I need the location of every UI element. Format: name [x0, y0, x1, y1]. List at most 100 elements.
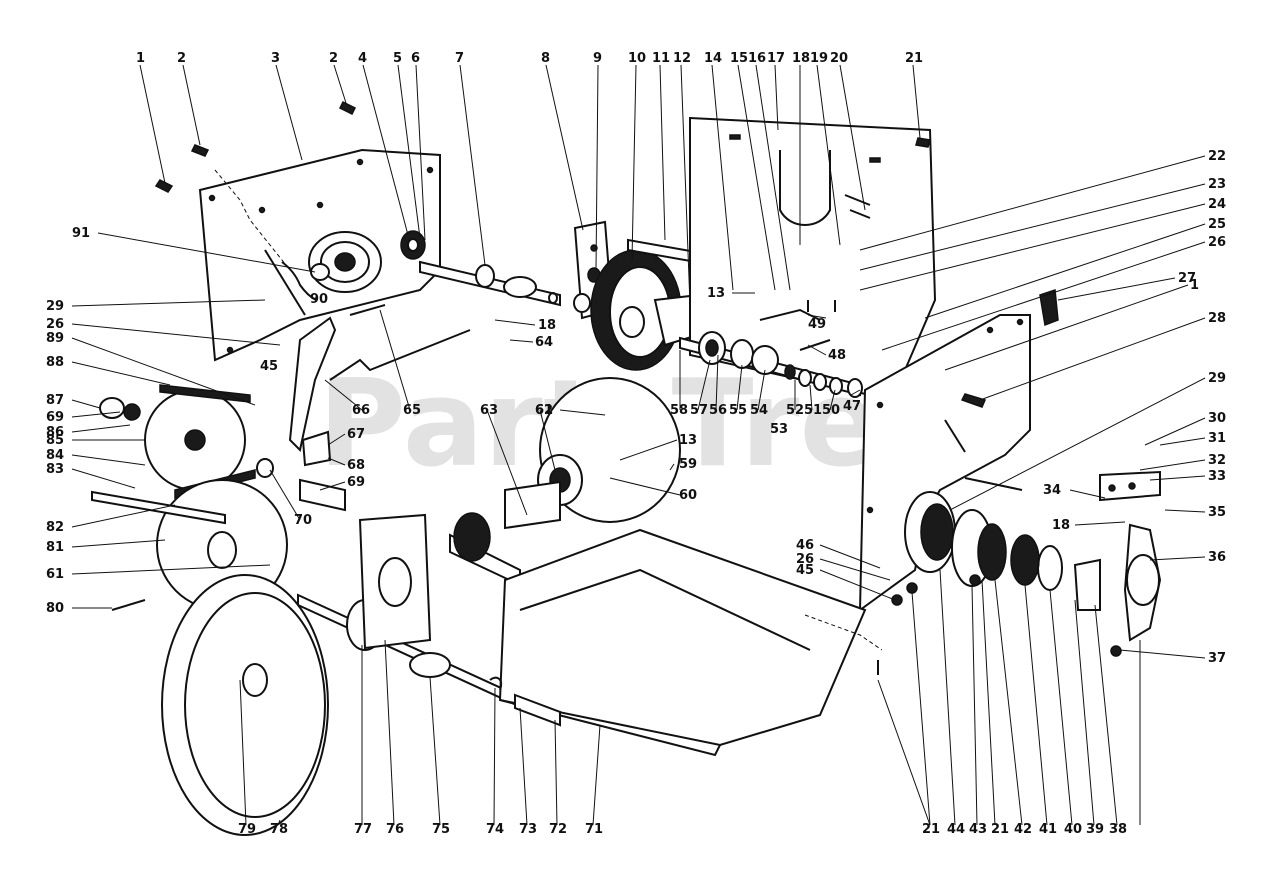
- clutch-shaft-assembly: [679, 331, 863, 398]
- callout-46: 46: [796, 538, 814, 553]
- callout-70: 70: [294, 513, 312, 528]
- callout-18: 18: [538, 318, 556, 333]
- callout-40: 40: [1064, 822, 1082, 837]
- callout-13: 13: [679, 433, 697, 448]
- axle-82: [91, 490, 226, 525]
- callout-2: 2: [177, 51, 186, 66]
- callout-58: 58: [670, 403, 688, 418]
- callout-55: 55: [729, 403, 747, 418]
- callout-72: 72: [549, 822, 567, 837]
- callout-26: 26: [796, 552, 814, 567]
- callout-88: 88: [46, 355, 64, 370]
- friction-wheel: [590, 249, 700, 371]
- nut-37: [1110, 645, 1122, 657]
- shaft-end-73: [514, 693, 561, 727]
- callout-62: 62: [535, 403, 553, 418]
- callout-59: 59: [679, 457, 697, 472]
- callout-1: 1: [136, 51, 145, 66]
- spring-rod: [264, 249, 306, 316]
- collar-69: [123, 403, 141, 421]
- callout-35: 35: [1208, 505, 1226, 520]
- callout-8: 8: [541, 51, 550, 66]
- callout-34: 34: [1043, 483, 1061, 498]
- callout-39: 39: [1086, 822, 1104, 837]
- callout-42: 42: [1014, 822, 1032, 837]
- bearing-bracket: [358, 513, 432, 650]
- callout-54: 54: [750, 403, 768, 418]
- washer-70: [256, 458, 274, 478]
- callout-29: 29: [1208, 371, 1226, 386]
- callout-27: 27: [1178, 271, 1196, 286]
- callout-73: 73: [519, 822, 537, 837]
- linkage-parts: [844, 194, 871, 219]
- callout-12: 12: [673, 51, 691, 66]
- callout-82: 82: [46, 520, 64, 535]
- callout-90: 90: [310, 292, 328, 307]
- callout-32: 32: [1208, 453, 1226, 468]
- callout-30: 30: [1208, 411, 1226, 426]
- sprocket-small: [400, 230, 426, 260]
- right-side-plate: [858, 314, 1031, 612]
- callout-23: 23: [1208, 177, 1226, 192]
- callout-65: 65: [403, 403, 421, 418]
- flange-hub: [453, 512, 491, 562]
- callout-50: 50: [822, 403, 840, 418]
- lever-48: [799, 339, 831, 351]
- callout-15: 15: [730, 51, 748, 66]
- callout-77: 77: [354, 822, 372, 837]
- pan-dashed-line: [804, 614, 883, 651]
- callout-61: 61: [46, 567, 64, 582]
- callout-64: 64: [535, 335, 553, 350]
- callout-21: 21: [991, 822, 1009, 837]
- screw-21a: [915, 137, 931, 148]
- callout-81: 81: [46, 540, 64, 555]
- bracket-27: [1039, 288, 1059, 327]
- callout-83: 83: [46, 462, 64, 477]
- bracket-67: [301, 430, 332, 467]
- spring-65: [349, 304, 386, 316]
- linkage-rod: [329, 329, 471, 381]
- callout-76: 76: [386, 822, 404, 837]
- nut-45: [891, 594, 903, 606]
- callout-26: 26: [46, 317, 64, 332]
- callout-37: 37: [1208, 651, 1226, 666]
- callout-56: 56: [709, 403, 727, 418]
- callout-5: 5: [393, 51, 402, 66]
- callout-48: 48: [828, 348, 846, 363]
- callout-71: 71: [585, 822, 603, 837]
- callout-45: 45: [260, 359, 278, 374]
- callout-33: 33: [1208, 469, 1226, 484]
- callout-66: 66: [352, 403, 370, 418]
- spring-29: [964, 477, 1023, 491]
- callout-60: 60: [679, 488, 697, 503]
- callout-63: 63: [480, 403, 498, 418]
- callout-80: 80: [46, 601, 64, 616]
- callout-74: 74: [486, 822, 504, 837]
- callout-21: 21: [922, 822, 940, 837]
- callout-9: 9: [593, 51, 602, 66]
- callout-78: 78: [270, 822, 288, 837]
- callout-79: 79: [238, 822, 256, 837]
- key-80: [111, 599, 146, 611]
- callout-87: 87: [46, 393, 64, 408]
- callout-61: 61: [535, 403, 553, 418]
- bearing-flange: [1099, 470, 1161, 502]
- bracket-hole: [378, 557, 412, 607]
- callout-69: 69: [347, 475, 365, 490]
- callout-25: 25: [1208, 217, 1226, 232]
- callout-14: 14: [704, 51, 722, 66]
- lever-49: [759, 308, 821, 321]
- callout-3: 3: [271, 51, 280, 66]
- callout-10: 10: [628, 51, 646, 66]
- leader-lines: [71, 64, 1206, 826]
- callout-6: 6: [411, 51, 420, 66]
- idler-pulley: [308, 231, 382, 293]
- screw-1: [154, 179, 174, 193]
- callout-18: 18: [792, 51, 810, 66]
- callout-38: 38: [1109, 822, 1127, 837]
- callout-36: 36: [1208, 550, 1226, 565]
- callout-21: 21: [905, 51, 923, 66]
- callout-16: 16: [748, 51, 766, 66]
